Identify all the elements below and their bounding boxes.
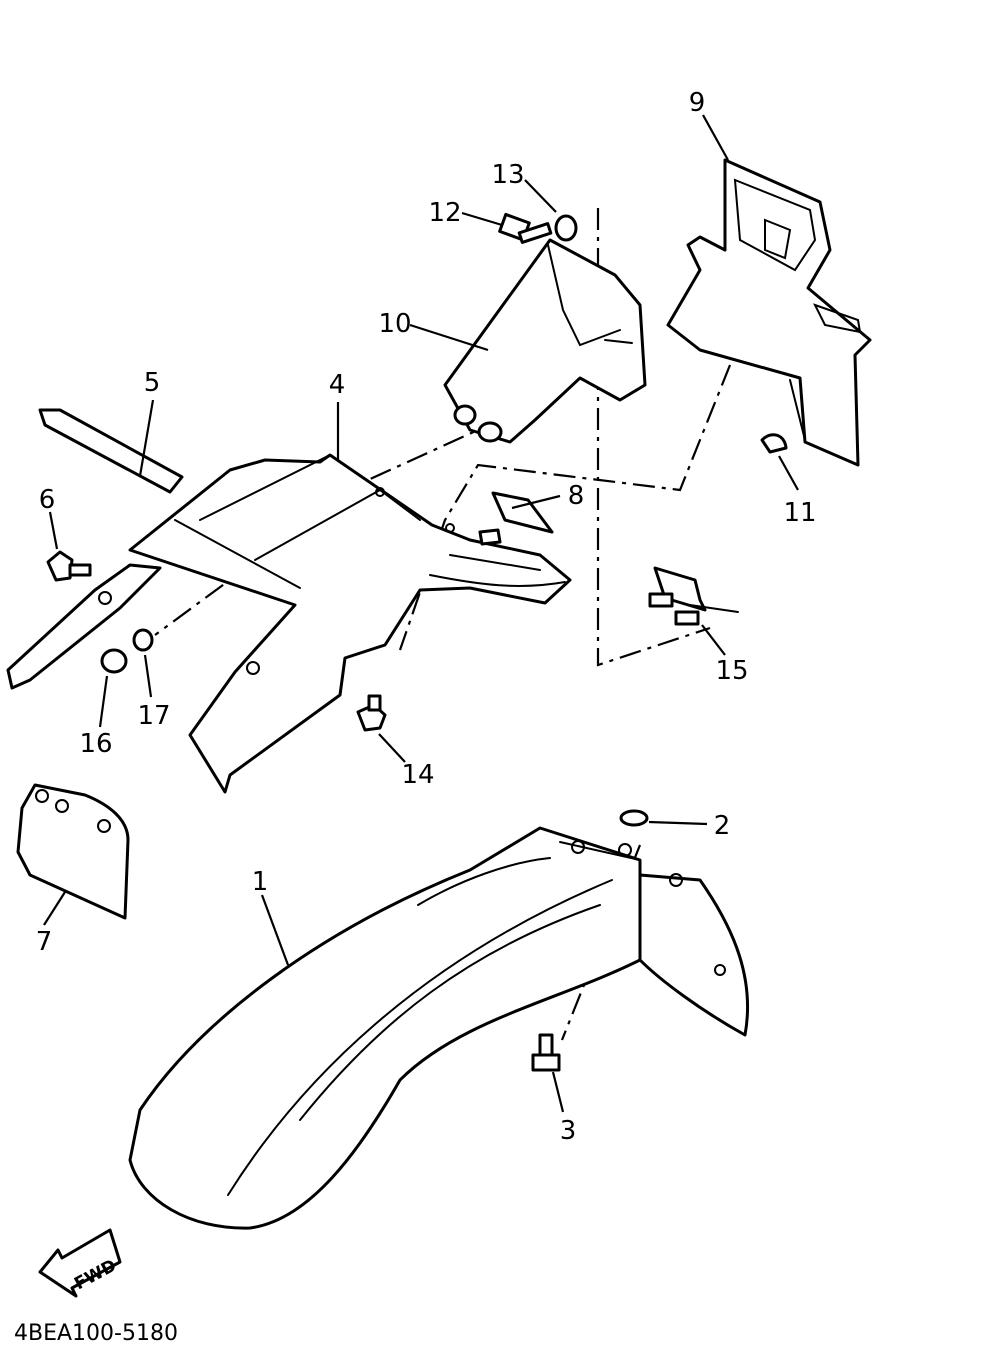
callout-10: 10	[378, 309, 411, 339]
callout-6: 6	[39, 485, 56, 515]
callout-15: 15	[715, 656, 748, 686]
washer	[132, 628, 154, 652]
grommet	[760, 433, 788, 454]
mounting-bracket	[443, 238, 647, 444]
tail-light-bracket	[666, 158, 872, 467]
rear-fender	[128, 453, 572, 794]
front-fender	[128, 826, 749, 1230]
callout-13: 13	[491, 160, 524, 190]
flange-bolt	[46, 550, 92, 582]
fwd-arrow-badge: FWD	[38, 1228, 122, 1298]
callout-3: 3	[560, 1116, 577, 1146]
bolt-14	[356, 694, 387, 732]
leader-lines	[43, 114, 799, 1113]
callout-7: 7	[36, 927, 53, 957]
seat-pad	[38, 408, 184, 494]
callout-14: 14	[401, 760, 434, 790]
caution-label	[491, 491, 554, 534]
bolt-12	[498, 212, 553, 244]
callout-8: 8	[568, 481, 585, 511]
rear-fender-bracket	[6, 563, 162, 690]
callout-4: 4	[329, 370, 346, 400]
bolt	[531, 1033, 561, 1072]
callout-5: 5	[144, 368, 161, 398]
callout-17: 17	[137, 701, 170, 731]
nut	[100, 648, 128, 674]
callout-numbers: 1 2 3 4 5 6 7 8 9 10 11 12 13 14 15 16 1…	[36, 88, 817, 1146]
callout-12: 12	[428, 198, 461, 228]
washer-nut	[619, 809, 649, 827]
number-plate	[16, 783, 130, 920]
callout-16: 16	[79, 729, 112, 759]
callout-2: 2	[714, 811, 731, 841]
callout-9: 9	[689, 88, 706, 118]
collar	[554, 214, 578, 242]
callout-1: 1	[252, 867, 269, 897]
screws	[648, 566, 739, 626]
callout-11: 11	[783, 498, 816, 528]
diagram-code: 4BEA100-5180	[14, 1321, 178, 1346]
